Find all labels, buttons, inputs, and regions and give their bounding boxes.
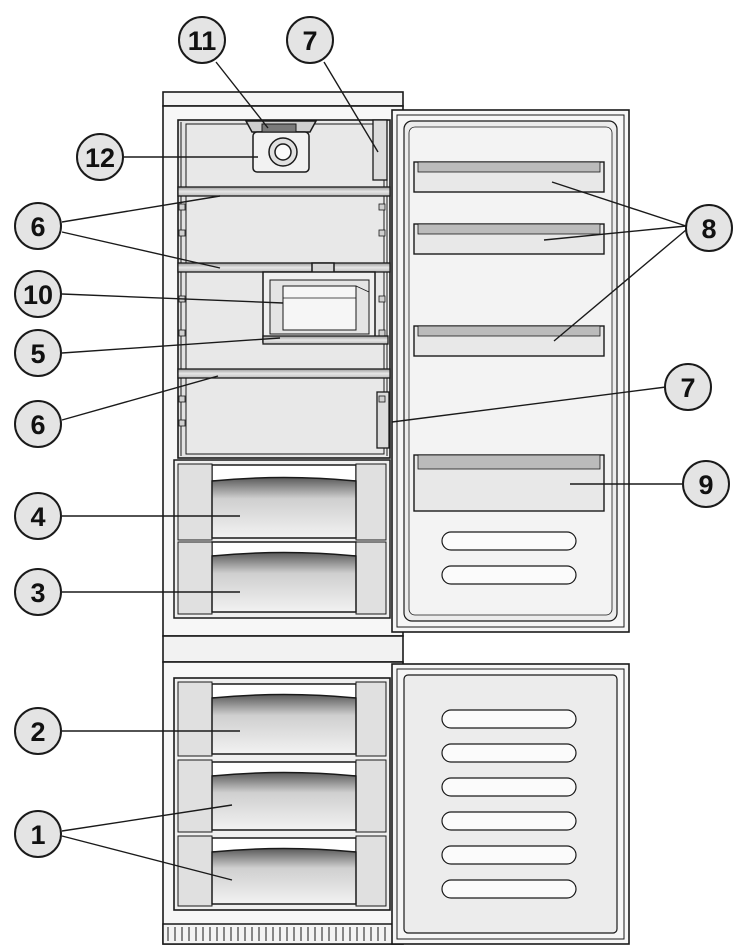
svg-text:7: 7 xyxy=(680,373,695,403)
crisper-drawer-upper xyxy=(177,463,387,541)
callout-10: 10 xyxy=(14,270,62,318)
freezer-drawer-top xyxy=(177,681,387,757)
glass-shelf-1 xyxy=(177,186,391,197)
leader-lines xyxy=(61,61,687,881)
svg-text:12: 12 xyxy=(85,143,115,173)
door-slot xyxy=(441,743,577,763)
door-balcony-2 xyxy=(413,223,605,255)
freezer-drawer-middle xyxy=(177,759,387,833)
fridge-light-top xyxy=(372,119,388,181)
callout-6-bottom: 6 xyxy=(14,400,62,448)
thermostat-unit xyxy=(244,120,318,173)
ventilation-grille xyxy=(167,927,400,941)
svg-text:6: 6 xyxy=(30,410,45,440)
callout-7-bottom: 7 xyxy=(664,363,712,411)
door-slot xyxy=(441,531,577,551)
glass-shelf-2 xyxy=(177,262,391,273)
callouts: 11 7 12 6 8 10 5 7 xyxy=(14,16,733,858)
callout-9: 9 xyxy=(682,460,730,508)
callout-3: 3 xyxy=(14,568,62,616)
svg-text:4: 4 xyxy=(30,502,45,532)
svg-text:11: 11 xyxy=(188,26,217,56)
svg-text:3: 3 xyxy=(30,578,45,608)
glass-shelf-3 xyxy=(177,368,391,379)
callout-2: 2 xyxy=(14,707,62,755)
callout-6-top: 6 xyxy=(14,202,62,250)
door-slot xyxy=(441,777,577,797)
door-balcony-3 xyxy=(413,325,605,357)
door-slot xyxy=(441,811,577,831)
svg-text:5: 5 xyxy=(30,339,45,369)
bottle-balcony xyxy=(413,454,605,512)
door-slot xyxy=(441,709,577,729)
crisper-drawer-lower xyxy=(177,541,387,615)
door-slot xyxy=(441,565,577,585)
callout-12: 12 xyxy=(76,133,124,181)
door-slot xyxy=(441,879,577,899)
svg-text:10: 10 xyxy=(23,280,53,310)
callout-5: 5 xyxy=(14,329,62,377)
fridge-door-slots xyxy=(441,531,577,585)
compartment-divider xyxy=(162,635,404,663)
chiller-shelf xyxy=(262,335,389,345)
callout-1: 1 xyxy=(14,810,62,858)
callout-7-top: 7 xyxy=(286,16,334,64)
svg-text:2: 2 xyxy=(30,717,45,747)
door-slot xyxy=(441,845,577,865)
freezer-drawer-bottom xyxy=(177,835,387,907)
fridge-light-bottom xyxy=(376,391,390,449)
door-balcony-1 xyxy=(413,161,605,193)
callout-4: 4 xyxy=(14,492,62,540)
freezer-drawers xyxy=(162,681,404,945)
chiller-compartment xyxy=(262,262,376,343)
freezer-door-slots xyxy=(441,709,577,899)
callout-11: 11 xyxy=(178,16,226,64)
svg-text:8: 8 xyxy=(701,214,716,244)
svg-text:7: 7 xyxy=(302,26,317,56)
svg-text:9: 9 xyxy=(698,470,713,500)
svg-text:1: 1 xyxy=(30,820,45,850)
callout-8: 8 xyxy=(685,204,733,252)
svg-text:6: 6 xyxy=(30,212,45,242)
freezer-door xyxy=(391,663,630,945)
door-balconies xyxy=(413,161,605,512)
crisper-drawers xyxy=(173,459,391,619)
